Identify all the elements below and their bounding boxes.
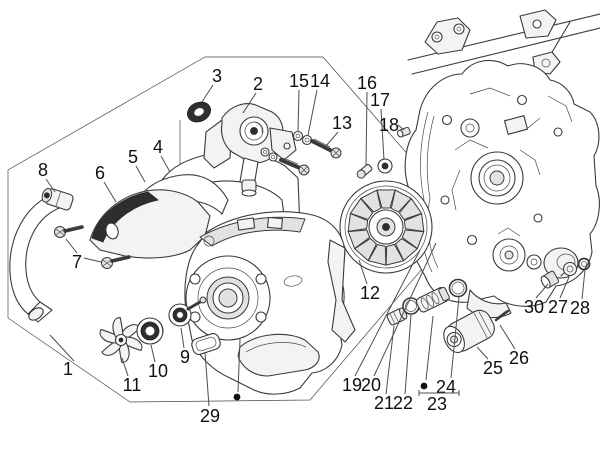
leader-line-19 — [354, 249, 421, 377]
callout-21: 21 — [374, 393, 394, 413]
leader-line-15 — [297, 89, 300, 132]
callout-24: 24 — [436, 377, 456, 397]
callout-4: 4 — [153, 137, 163, 157]
callout-9: 9 — [180, 347, 190, 367]
leader-line-10 — [150, 344, 156, 363]
position-dot-1 — [233, 393, 241, 401]
dot-leader-2 — [425, 315, 434, 381]
callout-1: 1 — [63, 359, 73, 379]
leader-line-12 — [358, 259, 368, 285]
leader-line-22 — [404, 314, 412, 395]
flywheel — [339, 180, 433, 274]
leader-line-6 — [103, 181, 117, 203]
leader-line-7 — [65, 238, 78, 254]
leader-line-3 — [201, 84, 214, 103]
shaft-9 — [168, 296, 207, 327]
callout-22: 22 — [393, 393, 413, 413]
breather-hose — [9, 188, 74, 323]
leader-line-25 — [476, 346, 489, 360]
callout-16: 16 — [357, 73, 377, 93]
callout-27: 27 — [548, 297, 568, 317]
callout-6: 6 — [95, 163, 105, 183]
impeller-11 — [97, 315, 145, 365]
leader-line-5 — [135, 165, 146, 183]
callout-14: 14 — [310, 71, 330, 91]
callout-11: 11 — [123, 375, 142, 395]
leader-line-20 — [373, 242, 437, 377]
position-dot-2 — [420, 382, 428, 390]
leader-line-18 — [397, 124, 405, 131]
callout-7: 7 — [72, 252, 82, 272]
group-bracket-1 — [418, 390, 460, 396]
leader-line-2 — [242, 92, 257, 114]
leader-line-27 — [559, 276, 570, 299]
leader-line-7 — [83, 257, 102, 263]
leader-line-28 — [581, 269, 586, 300]
callout-18: 18 — [379, 115, 399, 135]
callout-19: 19 — [342, 375, 362, 395]
callout-30: 30 — [524, 297, 544, 317]
callout-13: 13 — [332, 113, 352, 133]
screw-13a — [310, 138, 342, 159]
crankcase — [404, 59, 600, 319]
water-pump-parts — [97, 296, 207, 365]
callout-25: 25 — [483, 358, 503, 378]
leader-line-21 — [385, 325, 395, 395]
callout-3: 3 — [212, 66, 222, 86]
leader-line-29 — [204, 351, 210, 407]
leader-line-4 — [160, 155, 171, 173]
leader-line-26 — [499, 324, 516, 350]
callout-2: 2 — [253, 74, 263, 94]
leader-line-9 — [180, 327, 185, 349]
callout-28: 28 — [570, 298, 590, 318]
leader-line-14 — [307, 89, 318, 136]
leader-line-24 — [450, 296, 460, 379]
callout-23: 23 — [427, 394, 447, 414]
flywheel-cover — [184, 211, 356, 395]
leader-line-1 — [49, 334, 75, 362]
callout-26: 26 — [509, 348, 529, 368]
callout-29: 29 — [200, 406, 220, 426]
callout-10: 10 — [148, 361, 168, 381]
leader-line-17 — [380, 108, 385, 161]
oil-pump — [187, 101, 342, 197]
callout-5: 5 — [128, 147, 138, 167]
dot-leader-1 — [237, 338, 241, 393]
oil-filter — [443, 309, 510, 354]
leader-line-30 — [535, 283, 549, 299]
callout-12: 12 — [360, 283, 380, 303]
callout-20: 20 — [361, 375, 381, 395]
leader-line-8 — [45, 178, 56, 193]
screw-13b — [279, 157, 310, 176]
callout-15: 15 — [289, 71, 309, 91]
plug-parts — [540, 257, 591, 289]
stator-hardware — [356, 126, 411, 179]
callout-17: 17 — [370, 90, 390, 110]
callout-8: 8 — [38, 160, 48, 180]
seal-10 — [136, 317, 164, 345]
leader-line-11 — [121, 357, 129, 377]
screws-7 — [54, 225, 131, 269]
leader-line-13 — [325, 131, 339, 147]
shield-plates — [89, 150, 301, 259]
leader-line-16 — [365, 91, 368, 166]
